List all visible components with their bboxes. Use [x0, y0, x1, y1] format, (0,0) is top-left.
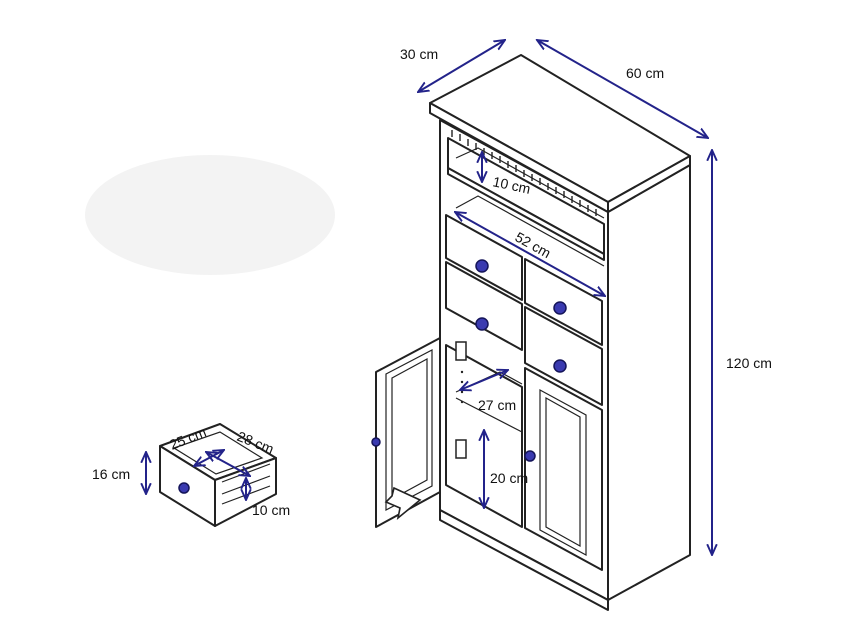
compartment-depth-dimension-line [460, 370, 508, 390]
compartment-height-label: 20 cm [490, 470, 528, 486]
compartment-depth-label: 27 cm [478, 397, 516, 413]
cabinet-height-label: 120 cm [726, 355, 772, 371]
door-knob-right [524, 450, 536, 462]
drawer-bottom-right [524, 306, 603, 406]
door-swing-arrow [384, 486, 422, 521]
inner-width-dimension-line [455, 212, 605, 296]
cabinet-plinth [439, 509, 609, 611]
shelf-gap-label: 10 cm [491, 173, 532, 197]
drawer-knob-4 [553, 359, 567, 373]
drawer-width-dimension-line [206, 452, 250, 476]
drawer-dimension-lines [146, 450, 250, 500]
hinge-top [455, 341, 467, 361]
drawer-knob-2 [553, 301, 567, 315]
door-knob-left [371, 437, 381, 447]
lower-right-door [524, 367, 603, 571]
drawer-front-height-label: 16 cm [92, 466, 130, 482]
cabinet-side-panel [607, 164, 691, 601]
drawer-knob-1 [475, 259, 489, 273]
drawer-detail-knob [178, 482, 190, 494]
background-blur-shape [85, 155, 335, 275]
cabinet-depth-label: 30 cm [400, 46, 438, 62]
cabinet-dimension-lines [418, 40, 712, 555]
cabinet-drawing [371, 54, 691, 611]
width-dimension-line [537, 40, 708, 138]
cabinet-width-label: 60 cm [626, 65, 664, 81]
drawer-knob-3 [475, 317, 489, 331]
depth-dimension-line [418, 40, 505, 92]
hinge-bottom [455, 439, 467, 459]
drawer-inner-height-label: 10 cm [252, 502, 290, 518]
